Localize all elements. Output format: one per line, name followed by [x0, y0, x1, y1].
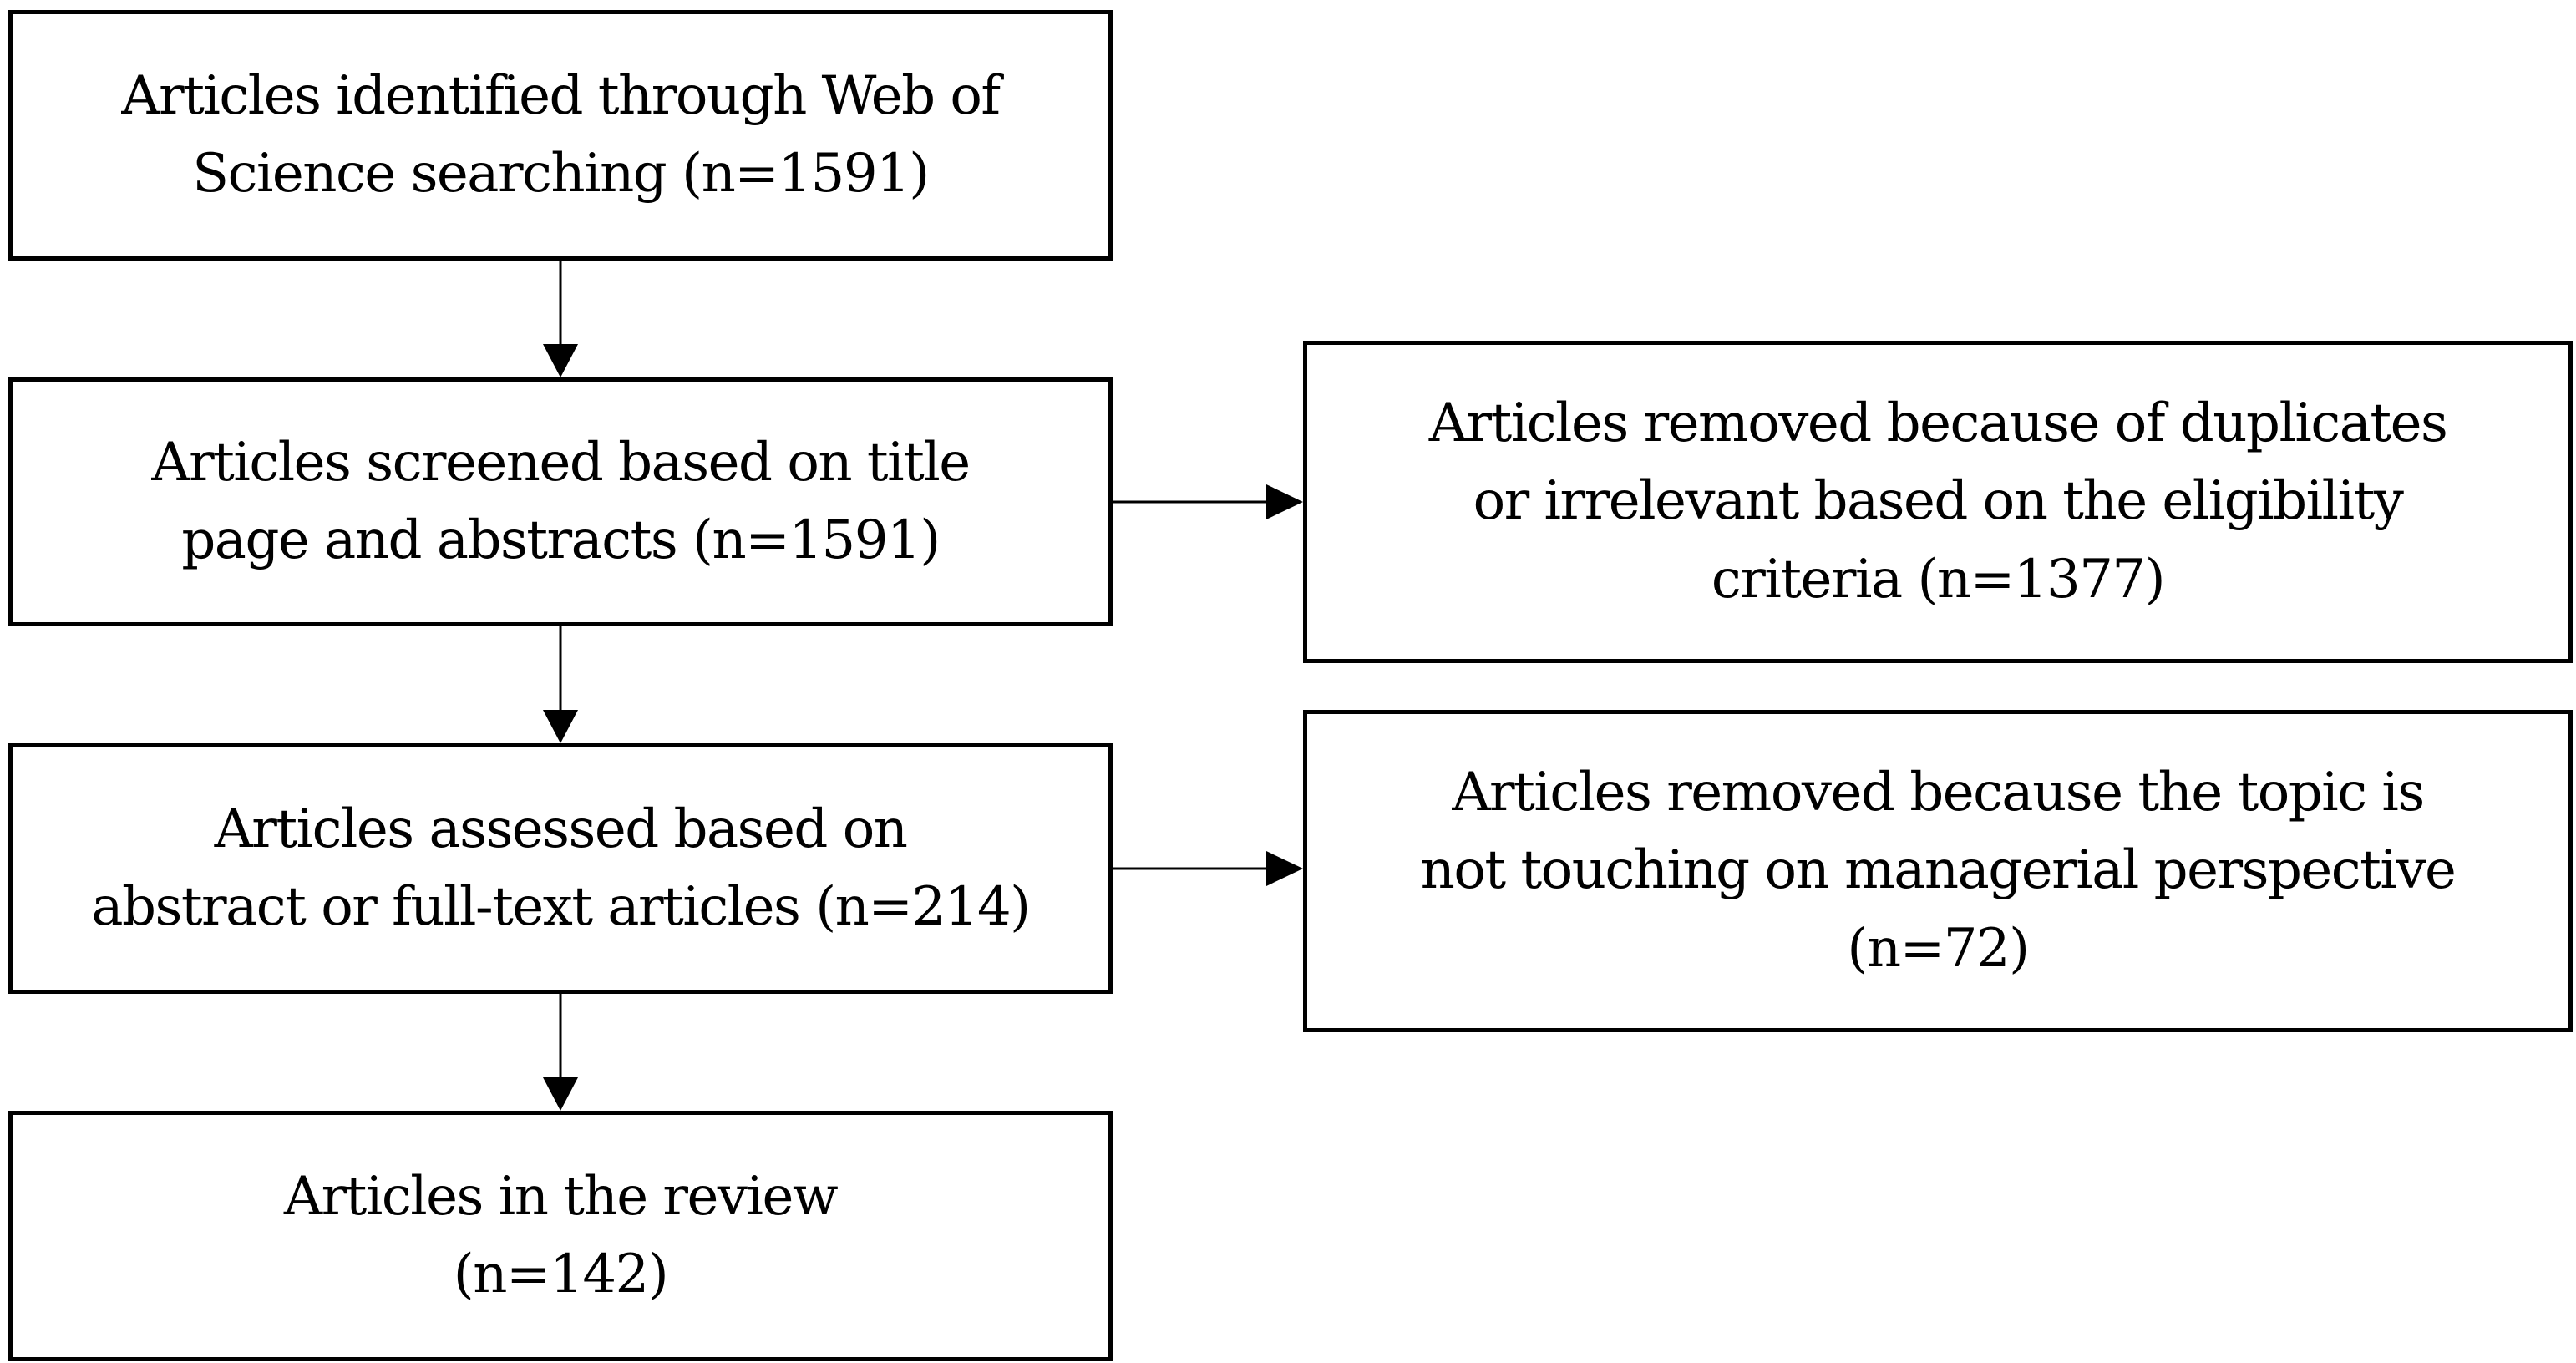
removed-topic-text: Articles removed because the topic is no…	[1420, 761, 2457, 980]
included-text: Articles in the review (n=142)	[283, 1165, 839, 1305]
included-box: Articles in the review (n=142)	[8, 1111, 1113, 1361]
screened-box: Articles screened based on title page an…	[8, 377, 1113, 626]
assessed-box: Articles assessed based on abstract or f…	[8, 743, 1113, 994]
arrowhead-screened	[543, 344, 578, 377]
identified-box: Articles identified through Web of Scien…	[8, 10, 1113, 261]
arrowhead-removed-topic	[1266, 851, 1303, 886]
arrowhead-removed-duplicates	[1266, 484, 1303, 519]
assessed-text: Articles assessed based on abstract or f…	[91, 798, 1031, 938]
identified-text: Articles identified through Web of Scien…	[121, 64, 1001, 205]
removed-duplicates-box: Articles removed because of duplicates o…	[1303, 341, 2573, 663]
removed-duplicates-text: Articles removed because of duplicates o…	[1428, 392, 2448, 611]
removed-topic-box: Articles removed because the topic is no…	[1303, 710, 2573, 1032]
screened-text: Articles screened based on title page an…	[151, 431, 971, 571]
arrowhead-assessed	[543, 710, 578, 743]
arrowhead-included	[543, 1077, 578, 1111]
